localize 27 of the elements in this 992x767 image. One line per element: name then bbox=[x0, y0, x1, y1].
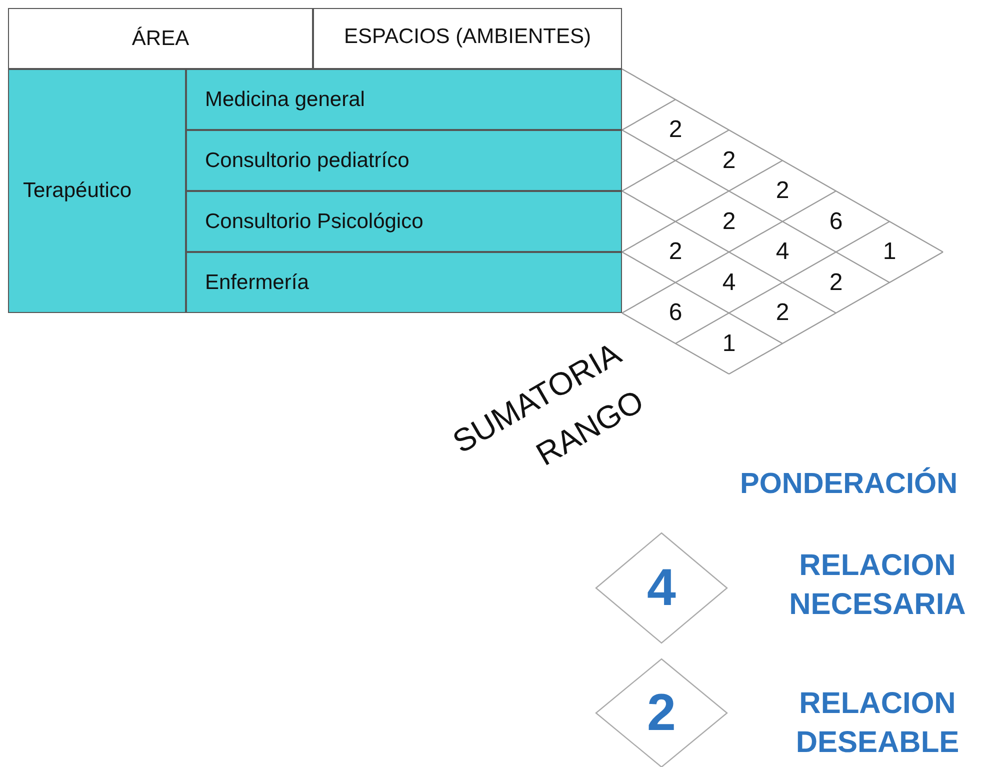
weight-number: 2 bbox=[647, 687, 676, 739]
cell-value: 2 bbox=[668, 115, 684, 145]
cell-value: 6 bbox=[668, 298, 684, 328]
cell-value: 2 bbox=[721, 146, 737, 176]
cell-value: 2 bbox=[721, 206, 737, 236]
area-cell: Terapéutico bbox=[8, 69, 186, 313]
legend-title: PONDERACIÓN bbox=[740, 468, 958, 501]
weight-number: 4 bbox=[647, 562, 676, 614]
cell-value: 2 bbox=[828, 268, 844, 298]
space-cell: Consultorio pediatríco bbox=[186, 130, 622, 191]
space-cell: Consultorio Psicológico bbox=[186, 191, 622, 252]
cell-value: 1 bbox=[882, 237, 898, 267]
space-cell: Enfermería bbox=[186, 252, 622, 313]
cell-value: 1 bbox=[721, 328, 737, 358]
header-cell: ESPACIOS (AMBIENTES) bbox=[313, 8, 622, 69]
diamond-shape bbox=[595, 532, 728, 644]
cell-value: 2 bbox=[774, 298, 790, 328]
cell-value: 4 bbox=[721, 268, 737, 298]
legend-text: RELACION DESEABLE bbox=[794, 686, 960, 761]
header-cell: ÁREA bbox=[8, 8, 313, 69]
cell-value: 6 bbox=[828, 206, 844, 236]
cell-value: 4 bbox=[774, 237, 790, 267]
cell-value: 2 bbox=[668, 237, 684, 267]
cell-value: 2 bbox=[774, 176, 790, 206]
diamond-shape bbox=[595, 658, 728, 767]
space-cell: Medicina general bbox=[186, 69, 622, 130]
legend-text: RELACION NECESARIA bbox=[788, 548, 967, 623]
